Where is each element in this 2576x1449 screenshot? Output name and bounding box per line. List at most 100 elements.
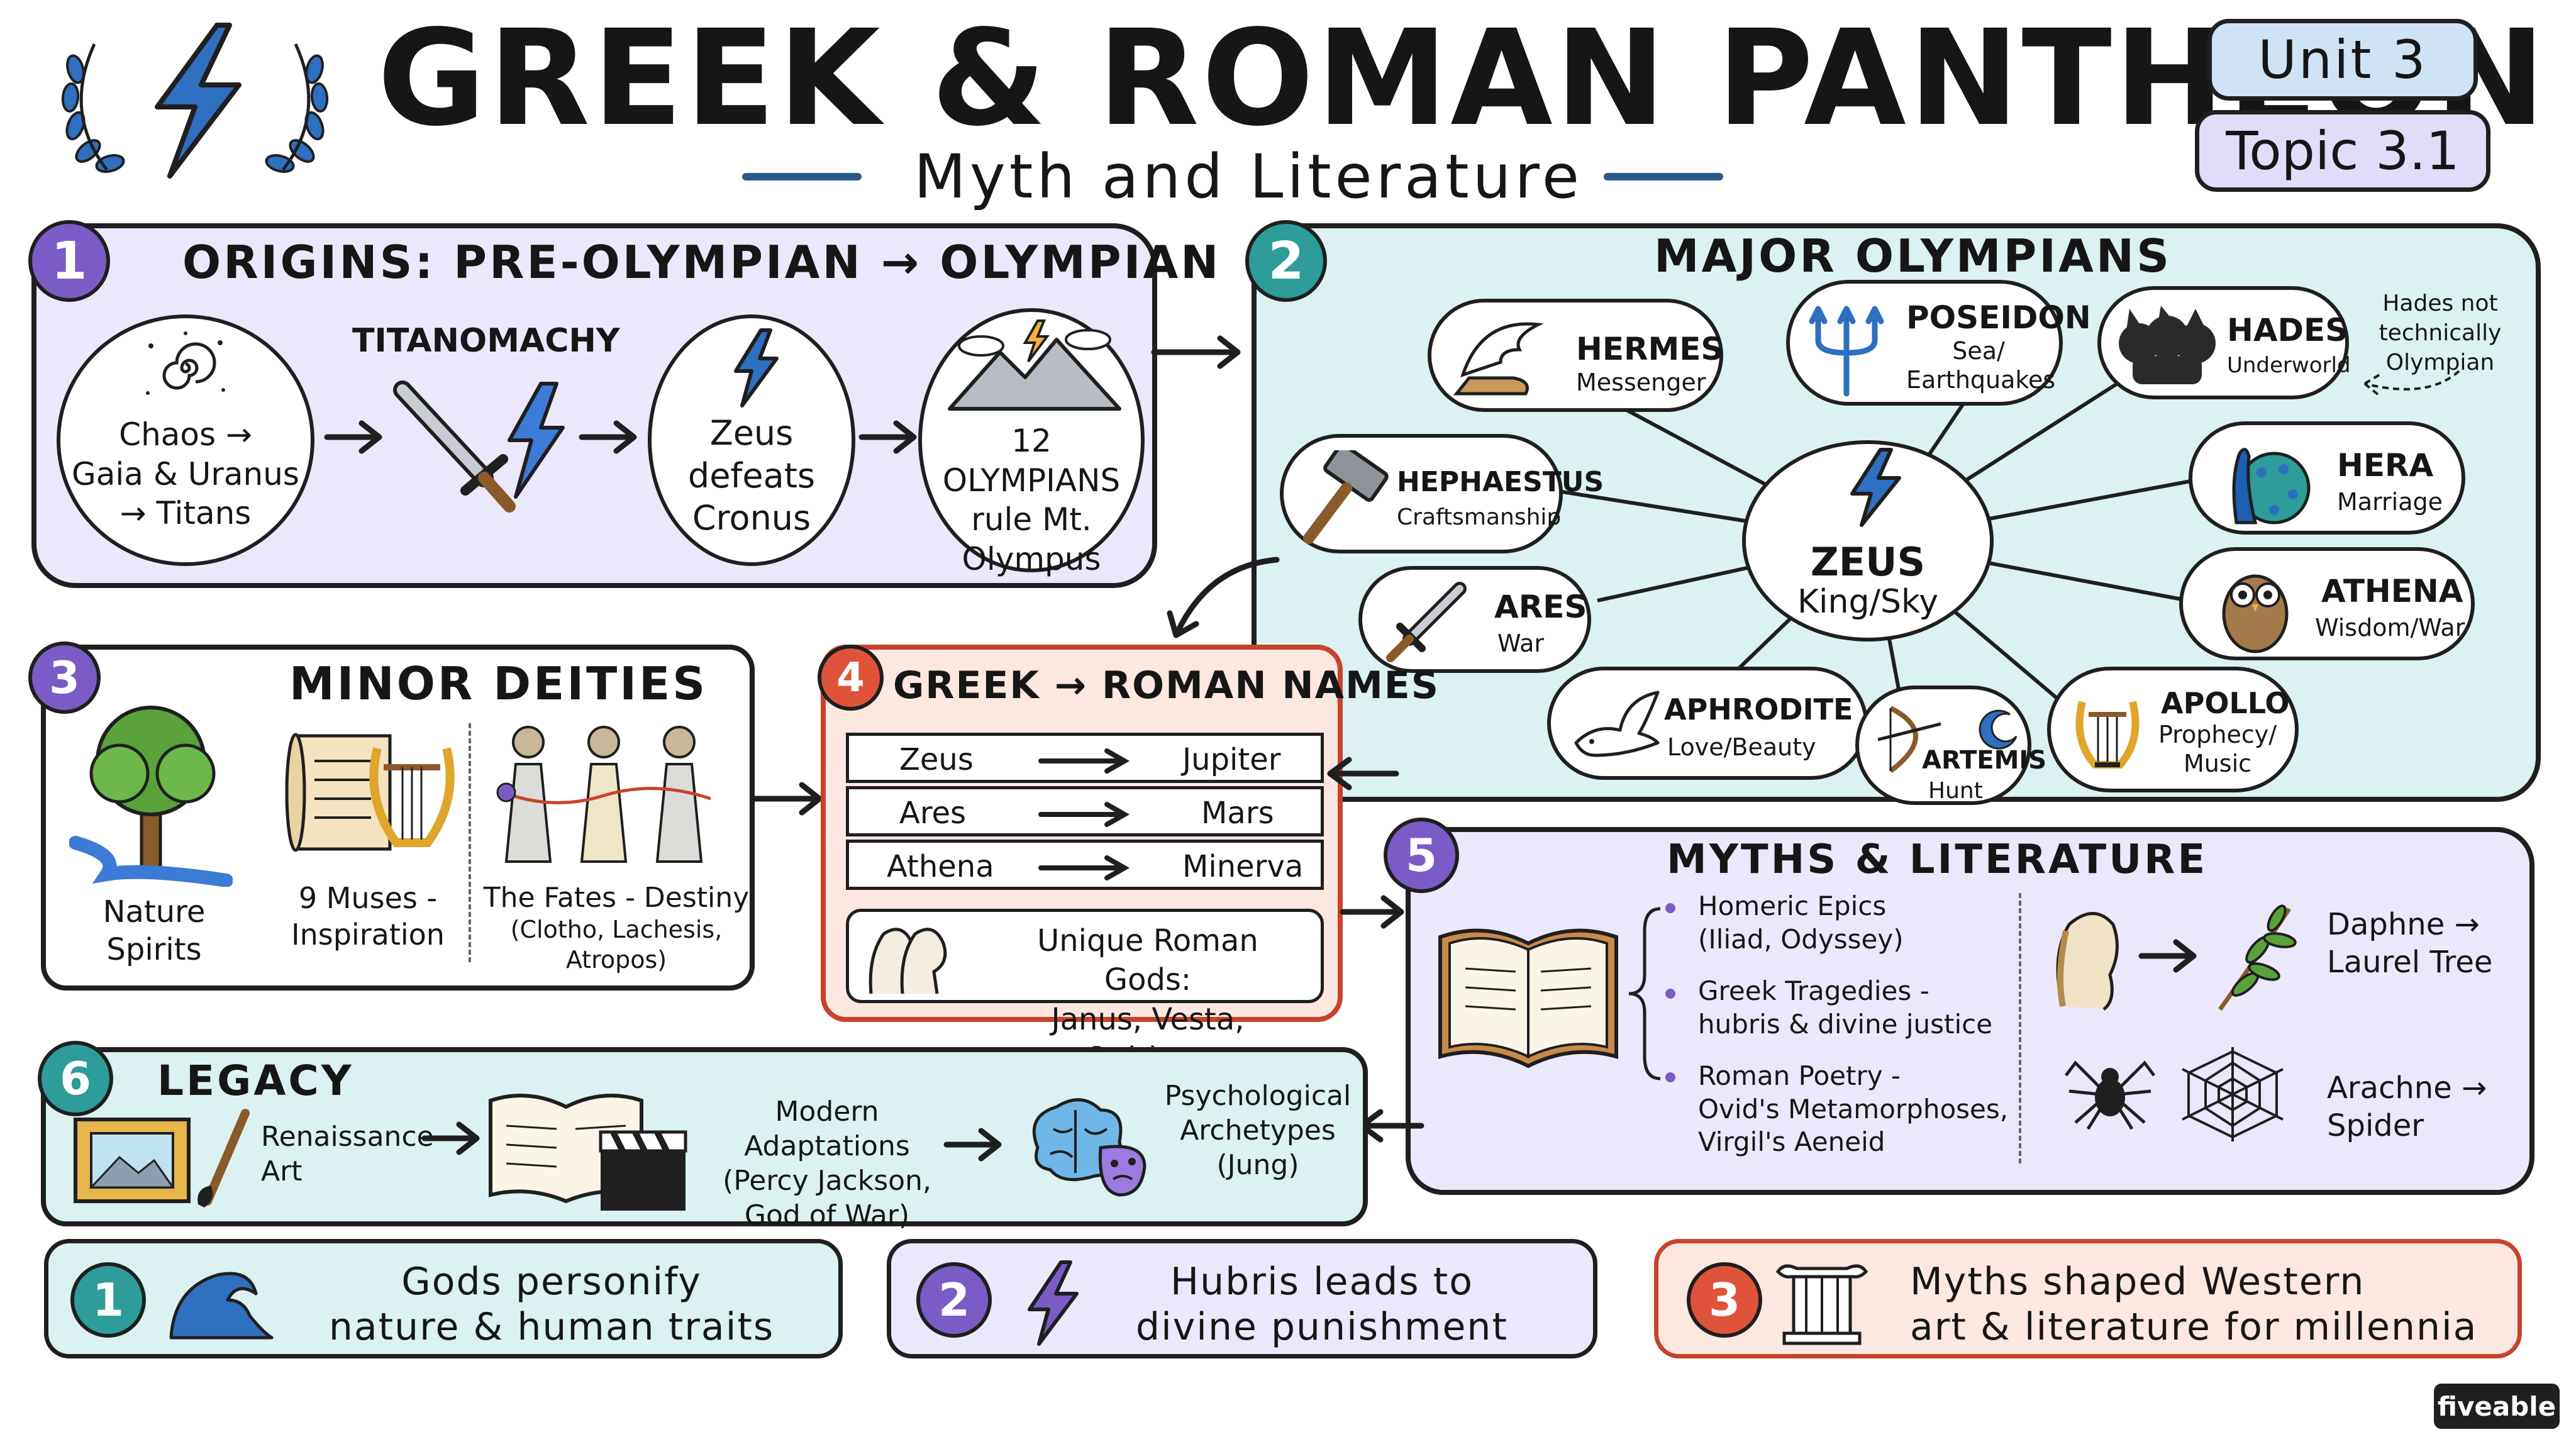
three-fates-icon <box>491 717 717 868</box>
modern-line-2: (Percy Jackson, <box>723 1165 931 1197</box>
name-row: Zeus Jupiter <box>846 733 1324 783</box>
arrow-right-icon <box>943 1126 1006 1166</box>
myth-line: (Iliad, Odyssey) <box>1698 923 1904 955</box>
arrow-right-icon <box>1340 893 1409 933</box>
name-row: Ares Mars <box>846 786 1324 836</box>
arachne-line-2: Spider <box>2327 1108 2424 1143</box>
god-name: ARTEMIS <box>1922 746 2047 775</box>
daphne-line-2: Laurel Tree <box>2327 945 2493 980</box>
god-node-aphrodite: APHRODITE Love/Beauty <box>1547 667 1868 780</box>
myth-line: Virgil's Aeneid <box>1698 1126 1885 1157</box>
origins-number: 1 <box>28 220 110 302</box>
curved-arrow-icon <box>2352 365 2465 402</box>
myth-item-homeric: Homeric Epics (Iliad, Odyssey) <box>1698 890 1904 956</box>
myth-line: Ovid's Metamorphoses, <box>1698 1093 2009 1124</box>
laurel-branch-icon <box>2207 896 2302 1016</box>
god-role-text: Sea/ Earthquakes <box>1906 337 2056 394</box>
psychological-text: Psychological Archetypes (Jung) <box>1157 1079 1358 1182</box>
note-line-2: technically <box>2379 319 2502 346</box>
hammer-icon <box>1296 443 1391 547</box>
arrow-right-icon <box>579 418 641 458</box>
muses-label: 9 Muses - Inspiration <box>270 880 465 953</box>
god-role: Craftsmanship <box>1397 504 1562 530</box>
legacy-number: 6 <box>38 1041 113 1116</box>
god-node-artemis: ARTEMIS Hunt <box>1855 686 2046 805</box>
god-node-hera: HERA Marriage <box>2189 421 2465 535</box>
renaissance-line-1: Renaissance <box>261 1121 434 1153</box>
names-table: Zeus Jupiter Ares Mars Athena Minerva Un… <box>821 645 1343 1076</box>
god-role: War <box>1497 630 1545 657</box>
olympians-number: 2 <box>1245 220 1327 302</box>
modern-line-3: God of War) <box>744 1199 910 1231</box>
bullet-dot <box>1665 1072 1675 1082</box>
zeus-line-1: Zeus <box>709 413 794 453</box>
god-name: HERA <box>2337 447 2434 484</box>
divider-line <box>2019 893 2021 1163</box>
unit-badge: Unit 3 <box>2207 19 2478 101</box>
note-line-3: Olympian <box>2385 349 2495 375</box>
brain-masks-icon <box>1025 1091 1151 1198</box>
myth-line: Roman Poetry - <box>1698 1060 1901 1091</box>
greek-name: Athena <box>887 849 994 884</box>
lyre-icon <box>2070 689 2145 780</box>
myth-line: hubris & divine justice <box>1698 1008 1993 1040</box>
chaos-line-3: → Titans <box>119 495 252 531</box>
takeaway-card-3: 3 Myths shaped Western art & literature … <box>1654 1239 2522 1358</box>
god-node-hades: HADES Underworld <box>2097 286 2351 399</box>
god-role: Hunt <box>1928 778 1983 804</box>
name-row: Athena Minerva <box>846 840 1324 890</box>
zeus-line-2: defeats <box>687 455 816 496</box>
topic-label: Topic 3.1 <box>2226 120 2460 182</box>
god-node-ares: ARES War <box>1358 566 1591 673</box>
god-name: ATHENA <box>2321 573 2463 609</box>
muses-line-1: 9 Muses - <box>298 881 438 915</box>
chaos-line-2: Gaia & Uranus <box>72 455 299 492</box>
arrow-left-icon <box>1321 755 1402 795</box>
fates-line-2: (Clotho, Lachesis, Atropos) <box>510 916 723 974</box>
myth-line: Homeric Epics <box>1698 891 1887 921</box>
god-name: ARES <box>1494 589 1587 625</box>
takeaway-text: Gods personify nature & human traits <box>313 1259 791 1350</box>
fates-label: The Fates - Destiny (Clotho, Lachesis, A… <box>475 880 758 975</box>
tree-river-icon <box>69 698 233 887</box>
zeus-center-name: ZEUS <box>1810 539 1926 585</box>
olympians-rule-text: 12 OLYMPIANS rule Mt. Olympus <box>921 421 1141 579</box>
book-clapperboard-icon <box>484 1082 692 1214</box>
spiral-icon <box>138 327 233 409</box>
renaissance-text: Renaissance Art <box>261 1119 434 1189</box>
dove-icon <box>1570 686 1664 770</box>
subtitle-rule-left <box>742 173 862 180</box>
takeaway-line-1: Myths shaped Western <box>1910 1260 2365 1304</box>
myth-item-tragedies: Greek Tragedies - hubris & divine justic… <box>1698 975 1992 1041</box>
bracket-line <box>1626 906 1663 1082</box>
muses-line-2: Inspiration <box>291 917 445 952</box>
sword-icon <box>1381 579 1469 670</box>
legacy-title: LEGACY <box>157 1057 354 1105</box>
god-name: HEPHAESTUS <box>1397 466 1604 498</box>
takeaway-line-2: art & literature for millennia <box>1910 1305 2478 1349</box>
psych-line-1: Psychological <box>1164 1080 1352 1112</box>
takeaway-card-1: 1 Gods personify nature & human traits <box>44 1239 843 1358</box>
bullet-dot <box>1665 989 1675 999</box>
god-name: HADES <box>2227 312 2348 348</box>
takeaway-line-2: nature & human traits <box>328 1305 775 1349</box>
page-title: GREEK & ROMAN PANTHEON <box>377 1 2548 155</box>
arrow-right-icon <box>2138 937 2201 977</box>
arrow-right-icon <box>1151 333 1245 374</box>
roman-name: Mars <box>1201 796 1274 831</box>
chaos-line-1: Chaos → <box>119 416 252 453</box>
divider-line <box>469 723 471 962</box>
names-number: 4 <box>818 645 884 711</box>
god-node-apollo: APOLLO Prophecy/ Music <box>2047 667 2299 792</box>
takeaway-text: Myths shaped Western art & literature fo… <box>1910 1259 2507 1350</box>
god-role: Sea/ Earthquakes <box>1906 337 2055 394</box>
daphne-text: Daphne → Laurel Tree <box>2327 906 2492 981</box>
chaos-text: Chaos → Gaia & Uranus → Titans <box>63 415 308 533</box>
peacock-icon <box>2211 435 2312 531</box>
trident-icon <box>1806 296 1887 399</box>
rule-line-1: 12 OLYMPIANS <box>942 423 1121 499</box>
brand-badge: fiveable <box>2434 1384 2560 1429</box>
winged-sandal-icon <box>1444 312 1551 409</box>
subtitle-rule-right <box>1604 173 1723 180</box>
god-role-text: Prophecy/ Music <box>2158 721 2277 777</box>
